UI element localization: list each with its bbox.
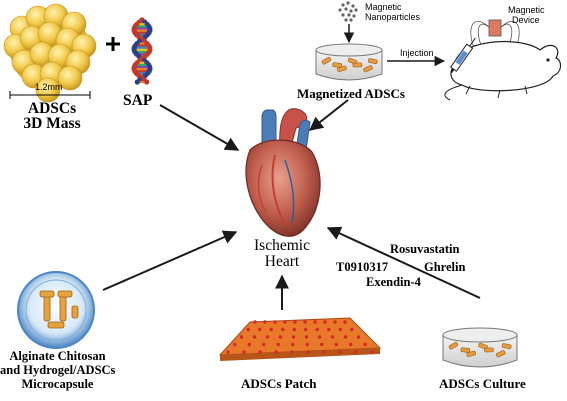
magnetic-device-label-line2: Device <box>512 15 540 25</box>
ischemic-heart-image <box>245 108 321 237</box>
arrow-mass-to-heart <box>159 104 240 151</box>
scale-label: 1.2mm <box>35 82 63 92</box>
rosuvastatin-label: Rosuvastatin <box>390 242 460 256</box>
microcapsule-label-line3: Microcapsule <box>21 377 94 391</box>
sap-label: SAP <box>123 92 153 109</box>
magnetized-adscs-dish <box>315 43 383 81</box>
ghrelin-label: Ghrelin <box>424 260 466 274</box>
microcapsule-label-line2: and Hydrogel/ADSCs <box>0 363 116 377</box>
arrow-microcapsule-to-heart <box>102 230 238 291</box>
magnetic-nanoparticles-label-line2: Nanoparticles <box>365 12 421 22</box>
arrow-culture-to-heart <box>326 226 481 299</box>
microcapsule-label-line1: Alginate Chitosan <box>9 349 106 363</box>
scale-bar <box>9 91 91 99</box>
adscs-3d-mass-image <box>3 3 97 103</box>
exendin4-label: Exendin-4 <box>366 275 421 289</box>
magnetized-adscs-label: Magnetized ADSCs <box>297 86 405 101</box>
adscs-culture-label: ADSCs Culture <box>439 376 526 391</box>
plus-icon <box>106 37 120 51</box>
microcapsule-image <box>17 271 95 349</box>
adscs-3d-mass-label-line1: ADSCs <box>27 100 77 117</box>
adscs-patch-label: ADSCs Patch <box>241 376 317 391</box>
magnetic-device-label-line1: Magnetic <box>508 5 545 15</box>
sap-helix-image <box>131 17 153 85</box>
magnetic-nanoparticles-image <box>338 1 358 22</box>
adscs-culture-dish <box>442 327 518 368</box>
arrow-magnetized-to-heart <box>308 99 349 131</box>
adscs-patch-image <box>218 317 382 361</box>
ischemic-heart-label-line1: Ischemic <box>254 237 310 254</box>
ischemic-heart-label-line2: Heart <box>264 253 300 270</box>
adscs-3d-mass-label-line2: 3D Mass <box>23 115 81 132</box>
magnetic-nanoparticles-label-line1: Magnetic <box>365 2 402 12</box>
mouse-magnetic-device-image <box>444 19 562 101</box>
injection-label: Injection <box>400 48 434 58</box>
t0910317-label: T0910317 <box>336 260 389 274</box>
